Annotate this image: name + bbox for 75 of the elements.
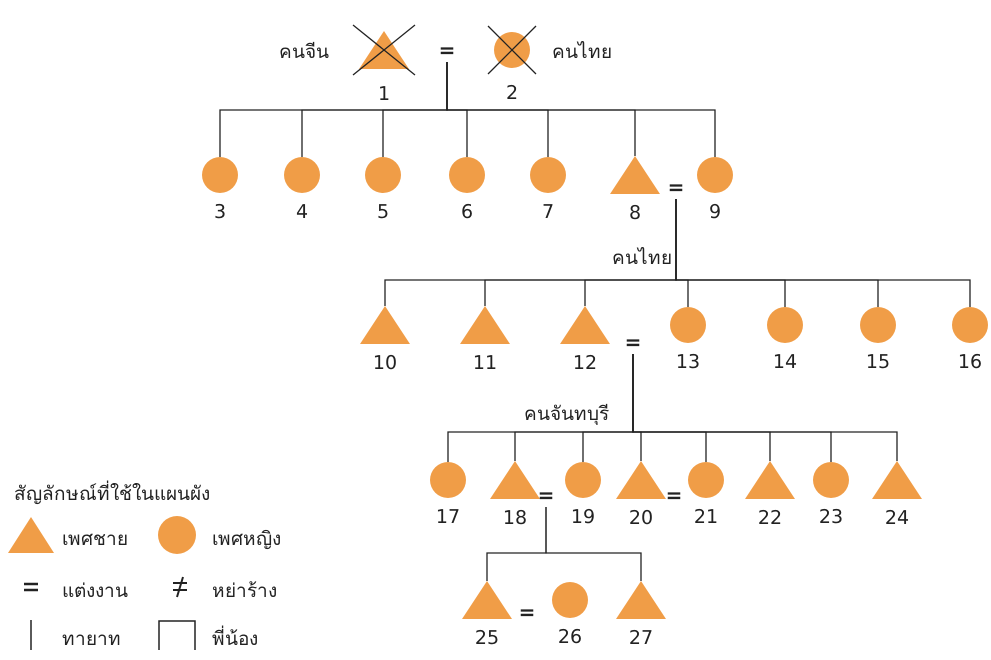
person-number: 23 xyxy=(818,506,844,528)
female-symbol xyxy=(530,157,566,193)
person-number: 8 xyxy=(628,202,642,224)
female-symbol xyxy=(670,307,706,343)
person-number: 27 xyxy=(628,627,654,649)
person-number: 22 xyxy=(758,507,782,529)
female-symbol xyxy=(952,307,988,343)
descent-line xyxy=(632,354,898,461)
marriage-sign: = xyxy=(438,40,456,60)
person-number: 25 xyxy=(474,627,500,649)
marriage-sign: = xyxy=(666,485,682,505)
marriage-sign: = xyxy=(518,602,536,622)
male-symbol xyxy=(616,461,666,499)
person-number: 20 xyxy=(628,507,654,529)
female-symbol xyxy=(697,157,733,193)
descent-line xyxy=(545,507,642,581)
marriage-sign: = xyxy=(538,485,554,505)
person-number: 3 xyxy=(214,201,226,223)
person-number: 21 xyxy=(694,506,718,528)
crossed-female-symbol xyxy=(488,26,536,74)
descent-line xyxy=(675,199,971,307)
person-number: 9 xyxy=(708,201,722,223)
male-symbol xyxy=(560,306,610,344)
legend-text: พี่น้อง xyxy=(212,623,258,653)
person-number: 15 xyxy=(866,351,890,373)
female-symbol xyxy=(767,307,803,343)
person-number: 7 xyxy=(542,201,554,223)
legend-text: เพศชาย xyxy=(62,527,128,552)
crossed-male-symbol xyxy=(353,25,415,75)
legend-text: แต่งงาน xyxy=(62,579,128,604)
person-number: 14 xyxy=(772,351,798,373)
person-number: 12 xyxy=(572,352,598,374)
female-symbol xyxy=(284,157,320,193)
female-symbol xyxy=(202,157,238,193)
person-number: 6 xyxy=(460,201,474,223)
person-number: 1 xyxy=(378,83,390,105)
person-number: 17 xyxy=(436,506,460,528)
person-number: 13 xyxy=(676,351,700,373)
female-symbol xyxy=(860,307,896,343)
female-symbol xyxy=(430,462,466,498)
male-symbol xyxy=(462,581,512,619)
person-number: 24 xyxy=(884,507,910,529)
person-number: 4 xyxy=(296,201,308,223)
legend-text: หย่าร้าง xyxy=(212,579,277,604)
female-symbol xyxy=(813,462,849,498)
person-number: 10 xyxy=(372,352,398,374)
person-number: 5 xyxy=(376,201,390,223)
male-symbol xyxy=(460,306,510,344)
male-symbol xyxy=(360,306,410,344)
ethnicity-label: คนจีน xyxy=(279,40,329,65)
person-number: 11 xyxy=(472,352,498,374)
female-symbol xyxy=(552,582,588,618)
descent-line xyxy=(446,62,716,157)
male-symbol xyxy=(616,581,666,619)
person-number: 26 xyxy=(558,626,582,648)
ethnicity-label: คนไทย xyxy=(612,246,672,271)
legend-text: ทายาท xyxy=(62,627,121,652)
ethnicity-label: คนไทย xyxy=(552,40,612,65)
female-symbol xyxy=(688,462,724,498)
male-symbol xyxy=(490,461,540,499)
female-symbol xyxy=(449,157,485,193)
person-number: 18 xyxy=(502,507,528,529)
legend-text: เพศหญิง xyxy=(212,527,281,552)
male-symbol xyxy=(872,461,922,499)
female-symbol xyxy=(565,462,601,498)
person-number: 2 xyxy=(506,82,518,104)
marriage-sign: = xyxy=(668,177,684,197)
male-symbol xyxy=(745,461,795,499)
marriage-sign: = xyxy=(624,332,642,352)
male-symbol xyxy=(610,156,660,194)
female-symbol xyxy=(365,157,401,193)
legend-title: สัญลักษณ์ที่ใช้ในแผนผัง xyxy=(14,478,210,508)
person-number: 16 xyxy=(958,351,982,373)
person-number: 19 xyxy=(570,506,596,528)
ethnicity-label: คนจันทบุรี xyxy=(524,402,609,427)
